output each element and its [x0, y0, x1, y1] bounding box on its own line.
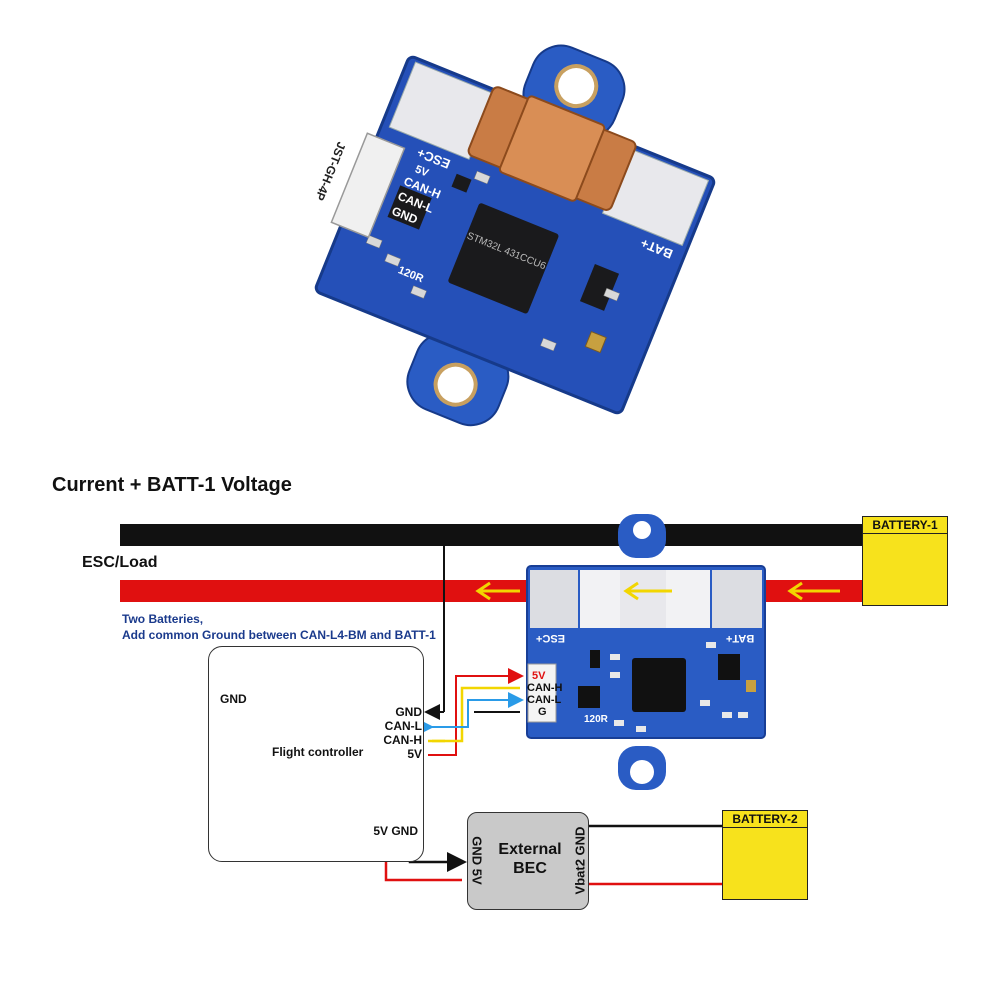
fc-pin-can-h: CAN-H [383, 733, 422, 747]
battery-2: BATTERY-2 [722, 810, 808, 900]
bec-left-pins: GND 5V [469, 836, 485, 885]
module-pin-can-h: CAN-H [527, 682, 563, 694]
module-pin-g: G [538, 706, 547, 718]
note-line-1: Two Batteries, [122, 612, 204, 626]
wire-can-l [428, 692, 524, 728]
fc-pin-can-l: CAN-L [384, 719, 422, 733]
two-batteries-note: Two Batteries, Add common Ground between… [122, 611, 436, 643]
module-mcu-chip [632, 658, 686, 712]
module-jst-connector [527, 663, 557, 723]
battery-1: BATTERY-1 [862, 516, 948, 606]
current-flow-arrows [475, 581, 840, 601]
module-board [526, 514, 766, 790]
flight-controller-box [208, 646, 424, 862]
photo-pin-5v: 5V [413, 163, 431, 179]
note-line-2: Add common Ground between CAN-L4-BM and … [122, 628, 436, 642]
photo-jst-connector [330, 132, 406, 239]
bec-title: External BEC [492, 840, 568, 878]
module-bat-label: BAT+ [726, 632, 755, 644]
battery-1-label: BATTERY-1 [863, 517, 947, 534]
esc-load-label: ESC/Load [82, 554, 158, 571]
wire-can-h [428, 686, 520, 743]
product-photo: STM32L 431CCU6 5V CAN-H CAN-L GND 120R E… [312, 44, 716, 427]
module-pin-5v: 5V [532, 670, 546, 682]
photo-mcu-chip [448, 203, 559, 314]
bec-right-pins: Vbat2 GND [572, 826, 588, 895]
module-res-label: 120R [584, 714, 608, 725]
fc-gnd-label: GND [220, 692, 247, 706]
wire-5v [428, 668, 524, 756]
fc-pin-gnd: GND [395, 705, 422, 719]
bec-line-2: BEC [513, 860, 547, 877]
fc-power-pins: 5V GND [373, 824, 418, 838]
module-esc-label: ESC+ [536, 632, 566, 644]
external-bec-box [467, 812, 589, 910]
fc-name: Flight controller [272, 745, 364, 759]
module-pin-can-l: CAN-L [527, 694, 562, 706]
ground-bus-wire [120, 524, 865, 546]
diagram-title: Current + BATT-1 Voltage [52, 474, 292, 496]
battery-2-label: BATTERY-2 [723, 811, 807, 828]
bec-line-1: External [498, 841, 562, 858]
fc-pin-5v: 5V [407, 747, 422, 761]
